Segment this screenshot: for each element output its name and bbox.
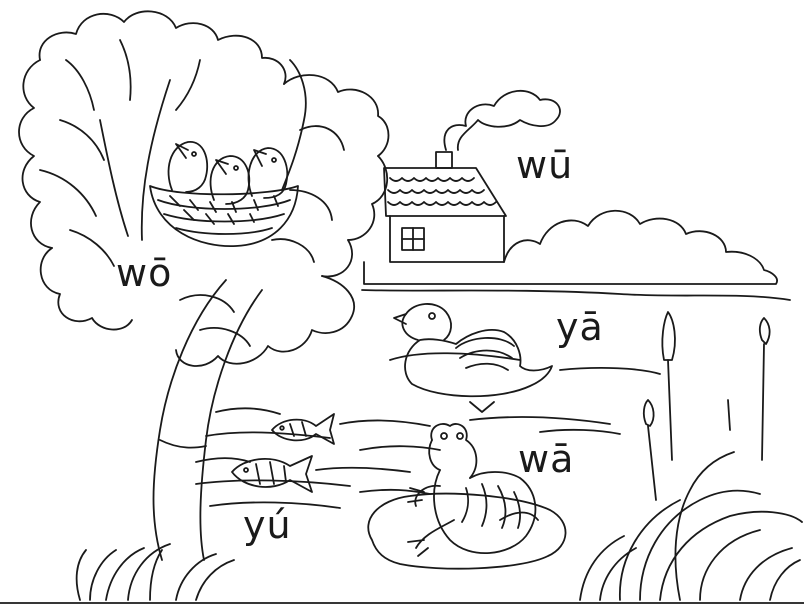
pinyin-label-ya: yā: [556, 305, 604, 349]
bird-nest: [150, 186, 298, 246]
tree-trunk: [100, 80, 262, 560]
baby-bird-3: [249, 148, 288, 198]
house: [384, 152, 506, 262]
baby-bird-1: [169, 142, 208, 192]
cattail-reeds: [644, 312, 770, 500]
fish-upper: [272, 414, 334, 444]
pinyin-label-wu: wū: [516, 143, 574, 187]
chimney-smoke: [444, 91, 560, 150]
lily-pad: [368, 494, 565, 569]
baby-bird-2: [211, 156, 250, 204]
distant-bushes: [364, 211, 777, 284]
pinyin-label-wa: wā: [518, 437, 575, 481]
grass-right: [580, 452, 802, 600]
fish-lower: [232, 456, 312, 492]
pinyin-label-wo: wō: [116, 251, 173, 295]
frog: [408, 424, 538, 556]
duck: [394, 304, 552, 412]
pinyin-label-yu: yú: [243, 503, 292, 547]
grass-left: [77, 544, 234, 600]
tree-canopy: [19, 11, 389, 366]
